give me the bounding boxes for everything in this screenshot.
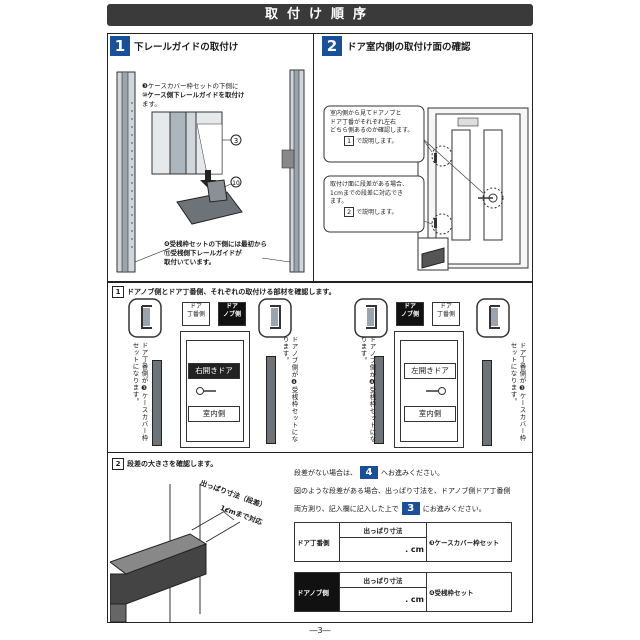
section2-divider	[107, 452, 533, 453]
vt-knob-receiver-right: ドアノブ側が❹受桟枠セットになります。	[359, 336, 376, 443]
label-knob-side-2: ドア ノブ側	[396, 302, 424, 326]
step1-note-top: ❸ケースカバー枠セットの下側に ⑩ケース側下レールガイドを取付け ます。	[142, 82, 245, 108]
content-frame	[107, 33, 533, 623]
hinge-side-cross-section	[128, 298, 162, 338]
step1-note-bottom: ❹受桟枠セットの下側には最初から ⑪受桟側下レールガイドが 取付いています。	[164, 240, 268, 266]
page-header: 取付け順序	[107, 4, 533, 26]
door-panel	[435, 113, 521, 265]
vt-hinge-case-left: ドア丁番側が❸ケースカバー枠セットになります。	[131, 342, 148, 442]
vt-hinge-case-right: ドア丁番側が❸ケースカバー枠セットになります。	[509, 342, 526, 442]
table1-part: ❸ケースカバー枠セット	[426, 522, 512, 562]
page-number: ―3―	[309, 626, 331, 635]
knob-side-cross-section	[258, 298, 292, 338]
step1-illustration: 3 10	[116, 69, 305, 273]
step1-number: 1	[110, 36, 130, 56]
table2-input[interactable]: . cm	[339, 587, 427, 612]
table2-row-label: ドアノブ側	[294, 572, 340, 612]
label-hinge-side: ドア 丁番側	[182, 302, 210, 326]
callout-10: 10	[232, 180, 240, 187]
vt-knob-receiver-left: ドアノブ側が❹受桟枠セットになります。	[281, 336, 298, 443]
step2-callout-b: 取付け面に段差がある場合、 1cmまでの段差に対応でき ます。 2 で説明します…	[330, 181, 409, 217]
step-diagram	[110, 484, 241, 622]
table1-row-label: ドア丁番側	[294, 522, 340, 562]
measure-table-hinge: ドア丁番側 出っぱり寸法 ❸ケースカバー枠セット . cm	[294, 522, 512, 562]
hinge-side-cross-section-2	[476, 298, 510, 338]
label-knob-side: ドア ノブ側	[218, 302, 246, 326]
label-hinge-side-2: ドア 丁番側	[432, 302, 460, 326]
step2-title: ドア室内側の取付け面の確認	[347, 42, 471, 53]
measure-table-knob: ドアノブ側 出っぱり寸法 ❹受桟枠セット . cm	[294, 572, 512, 612]
receiver-profile-right	[374, 356, 384, 444]
case-cover-profile-right	[482, 360, 492, 446]
case-cover-profile-left	[152, 360, 162, 446]
table2-head: 出っぱり寸法	[339, 572, 427, 588]
knob-side-cross-section-2	[354, 298, 388, 338]
callout-3: 3	[234, 137, 238, 145]
step2-door-illustration	[323, 105, 529, 271]
table2-part: ❹受桟枠セット	[426, 572, 512, 612]
left-open-indoor-label: 室内側	[404, 406, 456, 422]
step2-callout-a: 室内側から見てドアノブと ドア丁番がそれぞれ左右 どちら側あるのか確認します。 …	[330, 110, 414, 146]
right-open-door-label: 右開きドア	[188, 363, 240, 379]
step2-number: 2	[322, 36, 342, 56]
step-divider	[313, 33, 314, 281]
left-open-door-label: 左開きドア	[404, 363, 456, 379]
knob-icon-left	[196, 387, 216, 395]
knob-icon-right	[426, 387, 446, 395]
step1-title: 下レールガイドの取付け	[134, 42, 239, 53]
table1-head: 出っぱり寸法	[339, 522, 427, 538]
right-open-indoor-label: 室内側	[188, 406, 240, 422]
table1-input[interactable]: . cm	[339, 537, 427, 562]
receiver-profile-left	[266, 356, 276, 444]
section-divider	[107, 281, 533, 283]
